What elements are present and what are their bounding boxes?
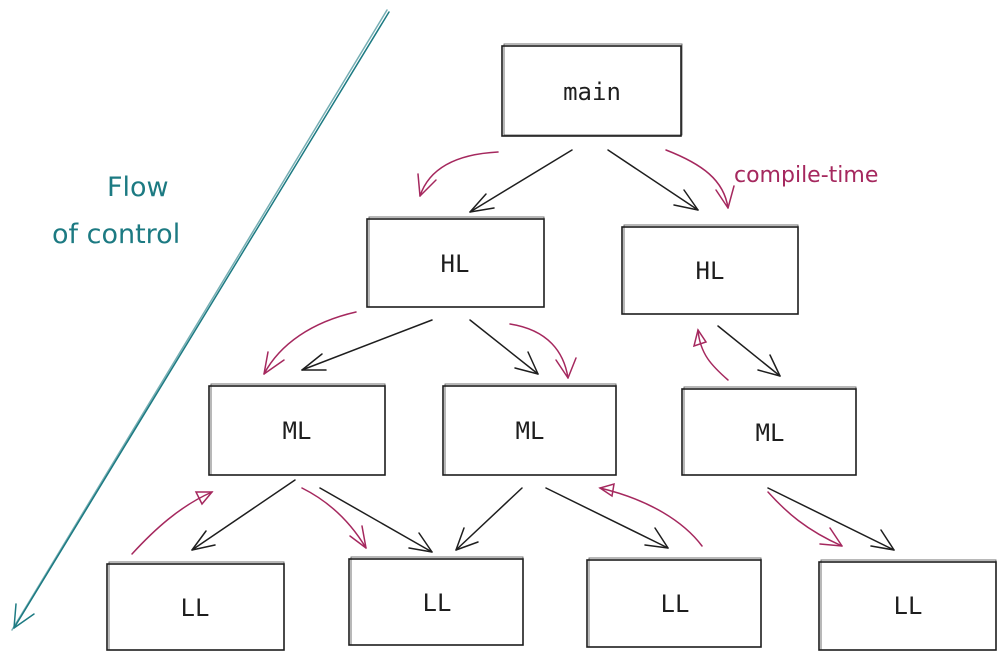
node-ml-left: ML bbox=[208, 383, 386, 476]
node-ll-3-label: LL bbox=[661, 590, 690, 618]
node-ml-mid-label: ML bbox=[516, 417, 545, 445]
node-ml-right: ML bbox=[681, 386, 857, 476]
flow-of-control-arrow bbox=[11, 9, 390, 631]
node-hl-right-label: HL bbox=[696, 257, 725, 285]
node-hl-right: HL bbox=[621, 224, 799, 315]
node-ml-right-label: ML bbox=[756, 419, 785, 447]
node-main-label: main bbox=[563, 78, 621, 106]
node-main: main bbox=[501, 43, 683, 137]
node-ll-1: LL bbox=[106, 561, 285, 651]
node-hl-left-label: HL bbox=[441, 250, 470, 278]
flow-label-line2: of control bbox=[52, 219, 180, 250]
call-arrows bbox=[191, 149, 895, 553]
node-ml-mid: ML bbox=[442, 383, 617, 476]
node-ll-2-label: LL bbox=[423, 589, 452, 617]
node-ll-4: LL bbox=[818, 559, 997, 651]
compile-time-label: compile-time bbox=[734, 163, 878, 188]
node-ml-left-label: ML bbox=[283, 417, 312, 445]
node-ll-4-label: LL bbox=[894, 592, 923, 620]
node-hl-left: HL bbox=[366, 216, 545, 308]
node-ll-3: LL bbox=[586, 557, 762, 648]
node-ll-2: LL bbox=[348, 556, 524, 646]
node-ll-1-label: LL bbox=[181, 594, 210, 622]
flow-label-line1: Flow bbox=[107, 172, 169, 203]
compile-time-arrows bbox=[131, 149, 843, 555]
